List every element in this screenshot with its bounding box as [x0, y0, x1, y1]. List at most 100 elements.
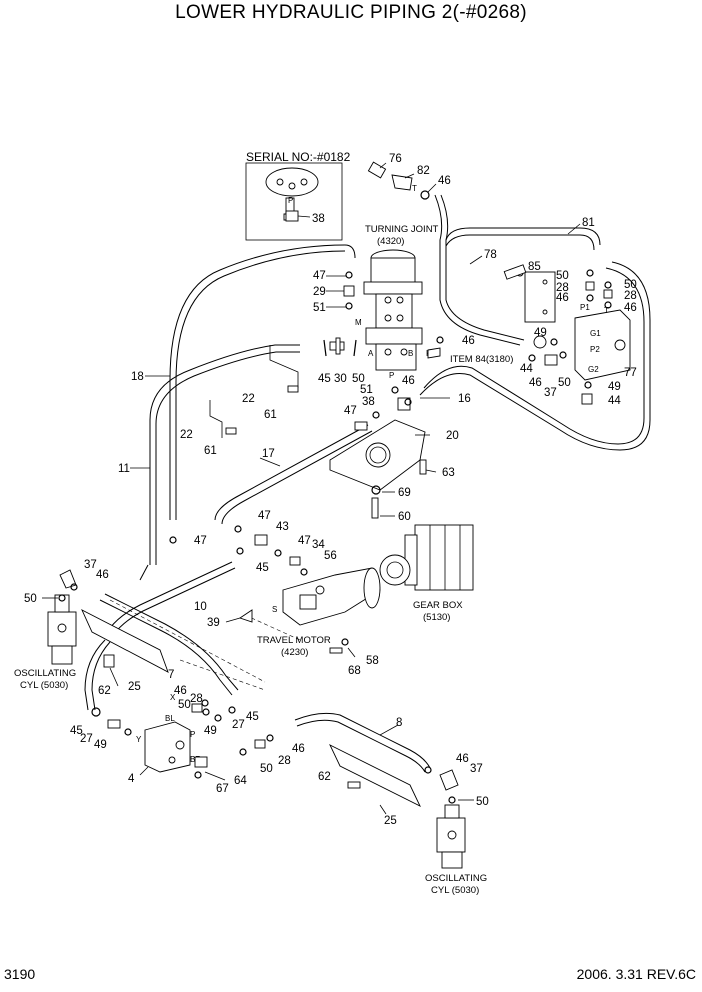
serial-caption: SERIAL NO:-#0182: [246, 150, 351, 164]
port-b: B: [408, 349, 413, 358]
callout-62: 62: [98, 685, 111, 697]
callout-16: 16: [458, 393, 471, 405]
callout-11: 11: [118, 463, 130, 475]
port-p2: P2: [590, 345, 600, 354]
turning-joint-label: TURNING JOINT: [365, 224, 439, 235]
port-t: T: [412, 184, 417, 193]
port-g2: G2: [588, 365, 599, 374]
turning-joint: [363, 249, 423, 371]
callout-47: 47: [258, 510, 271, 522]
callout-43: 43: [276, 521, 289, 533]
valve-block-77: [524, 271, 631, 381]
callout-46: 46: [174, 685, 187, 697]
callout-50: 50: [260, 763, 273, 775]
leader-lines: [42, 162, 581, 815]
callout-58: 58: [366, 655, 379, 667]
callout-60: 60: [398, 511, 411, 523]
callout-37: 37: [544, 387, 557, 399]
hose-network: [84, 194, 651, 773]
callout-22: 22: [180, 429, 193, 441]
callout-46: 46: [529, 377, 542, 389]
item84-label: ITEM 84(3180): [450, 354, 513, 365]
callout-49: 49: [534, 327, 547, 339]
callout-20: 20: [446, 430, 459, 442]
callout-45: 45: [70, 725, 83, 737]
callout-46: 46: [456, 753, 469, 765]
callout-4: 4: [128, 773, 135, 785]
callout-25: 25: [128, 681, 141, 693]
travel-motor: [282, 567, 381, 626]
callout-47: 47: [194, 535, 207, 547]
callout-46: 46: [438, 175, 451, 187]
port-y: Y: [136, 735, 142, 744]
callout-61: 61: [264, 409, 277, 421]
callout-63: 63: [442, 467, 455, 479]
callout-30: 30: [334, 373, 347, 385]
callout-27: 27: [232, 719, 245, 731]
callout-85: 85: [528, 261, 541, 273]
callout-64: 64: [234, 775, 247, 787]
callout-8: 8: [396, 717, 402, 729]
callout-46: 46: [462, 335, 475, 347]
gear-box-number: (5130): [423, 612, 450, 623]
gear-box: [379, 524, 474, 591]
port-p: P: [389, 371, 394, 380]
callout-10: 10: [194, 601, 207, 613]
callout-46: 46: [292, 743, 305, 755]
page-number: 3190: [4, 966, 36, 982]
callout-7: 7: [168, 669, 174, 681]
callout-44: 44: [520, 363, 533, 375]
callout-50: 50: [624, 279, 637, 291]
callout-34: 34: [312, 539, 325, 551]
callout-22: 22: [242, 393, 255, 405]
callout-56: 56: [324, 550, 337, 562]
callout-82: 82: [417, 165, 430, 177]
callout-62: 62: [318, 771, 331, 783]
port-x: X: [170, 693, 176, 702]
mounting-plate-20: [329, 419, 426, 491]
travel-motor-label: TRAVEL MOTOR: [257, 635, 331, 646]
callout-51: 51: [313, 302, 326, 314]
port-t-valve: T: [604, 306, 609, 315]
callout-27: 27: [80, 733, 93, 745]
callout-45: 45: [256, 562, 269, 574]
callout-46: 46: [624, 302, 637, 314]
callout-28: 28: [278, 755, 291, 767]
callout-50: 50: [178, 699, 191, 711]
callout-49: 49: [204, 725, 217, 737]
callout-78: 78: [484, 249, 497, 261]
callout-47: 47: [298, 535, 311, 547]
port-p-valve: P: [190, 730, 195, 739]
callout-49: 49: [608, 381, 621, 393]
callout-46: 46: [96, 569, 109, 581]
callout-17: 17: [262, 448, 275, 460]
port-bl: BL: [165, 714, 175, 723]
callout-61: 61: [204, 445, 217, 457]
oscillating-cylinder-left: [47, 594, 77, 665]
angle-brackets-25: [81, 609, 421, 807]
callout-37: 37: [84, 559, 97, 571]
callout-51: 51: [360, 384, 373, 396]
callout-38: 38: [312, 213, 325, 225]
callout-47: 47: [344, 405, 357, 417]
callout-50: 50: [352, 373, 365, 385]
callout-numbers: 76 82 46 38 81 78 85 50 50 28 28 46 46 4…: [24, 153, 637, 827]
brake-valve-4: [144, 721, 191, 773]
port-s: S: [272, 605, 277, 614]
serial-inset: [245, 162, 343, 241]
callout-29: 29: [313, 286, 326, 298]
gear-box-label: GEAR BOX: [413, 600, 463, 611]
page-title: LOWER HYDRAULIC PIPING 2(-#0268): [175, 2, 527, 23]
callout-50: 50: [24, 593, 37, 605]
callout-46: 46: [402, 375, 415, 387]
travel-motor-number: (4230): [281, 647, 308, 658]
callout-50: 50: [556, 270, 569, 282]
callout-38: 38: [362, 396, 375, 408]
callout-50: 50: [476, 796, 489, 808]
oscillating-cyl-right-number: CYL (5030): [431, 885, 479, 896]
callout-28: 28: [556, 282, 569, 294]
port-m: M: [355, 318, 362, 327]
callout-68: 68: [348, 665, 361, 677]
callout-44: 44: [608, 395, 621, 407]
